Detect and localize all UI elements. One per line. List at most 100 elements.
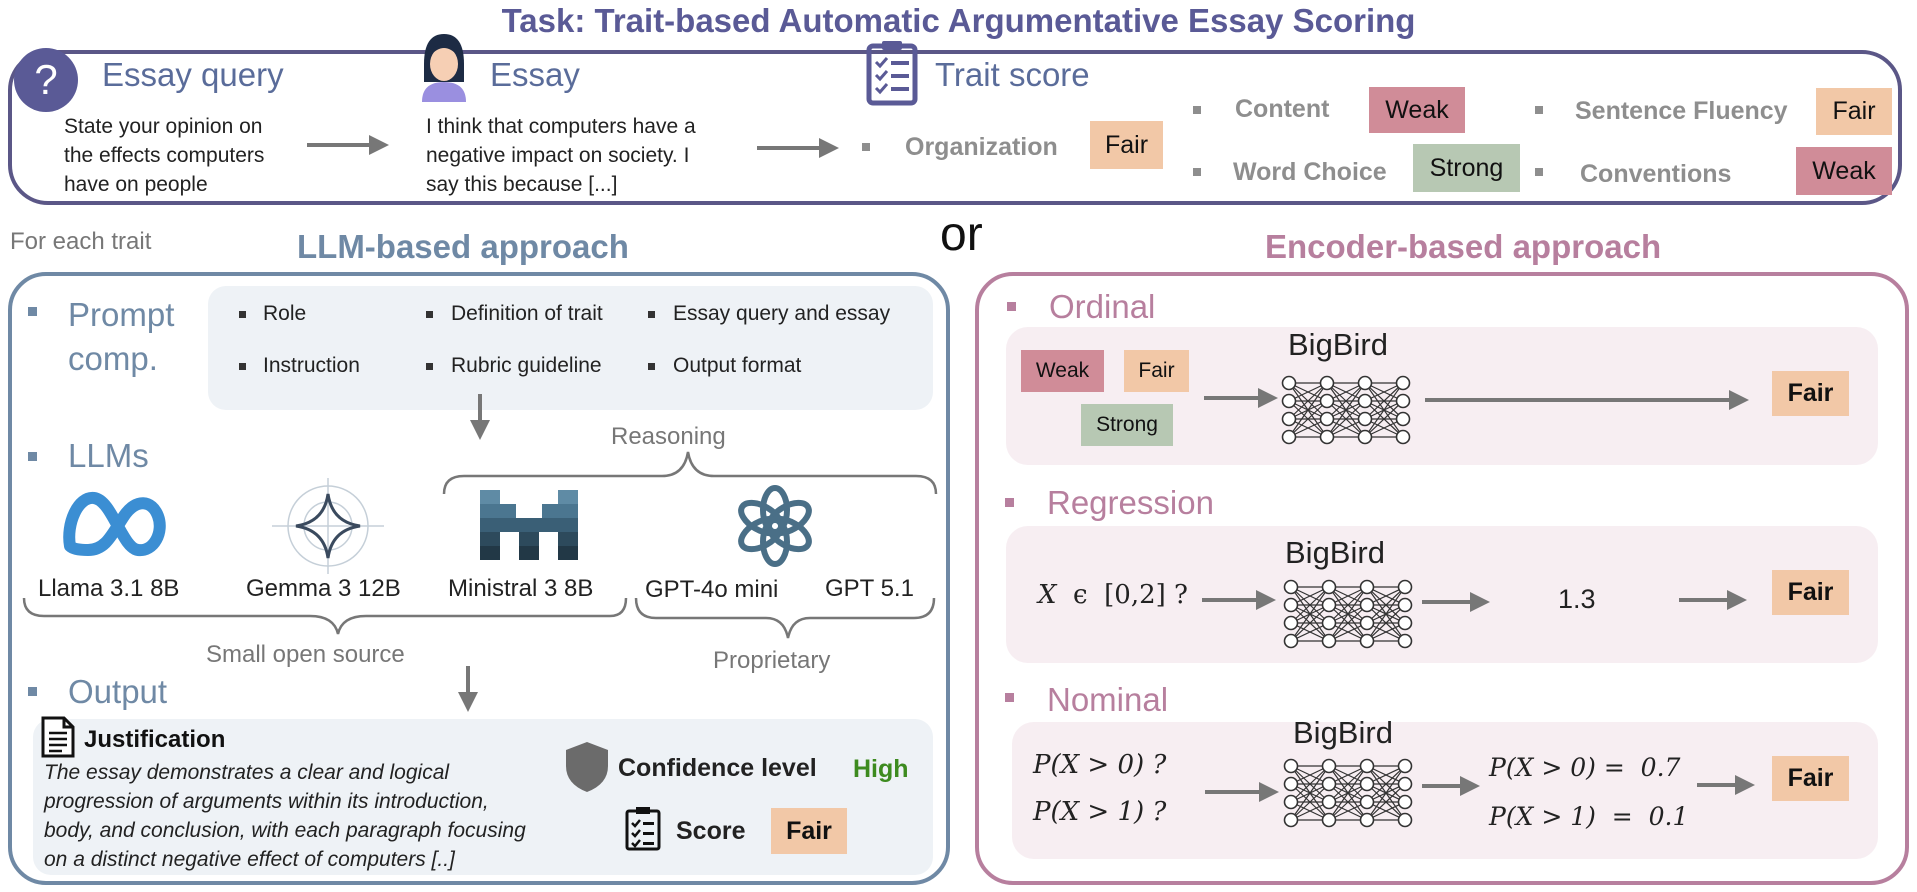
model-gpt-5-1: GPT 5.1	[825, 575, 914, 602]
nominal-network-icon	[1283, 756, 1413, 833]
trait-score-word-choice: Strong	[1413, 144, 1520, 192]
bullet	[28, 307, 37, 316]
ordinal-header: Ordinal	[1049, 288, 1156, 325]
arrow-llms-to-output	[458, 666, 478, 712]
ordinal-label-strong: Strong	[1081, 404, 1173, 446]
prompt-dot	[648, 363, 655, 370]
essay-query-header: Essay query	[102, 56, 284, 93]
ordinal-label-weak: Weak	[1021, 350, 1104, 392]
arrow-prompt-to-llms	[470, 394, 490, 440]
ordinal-network-icon	[1281, 373, 1411, 450]
regression-header: Regression	[1047, 484, 1214, 521]
arrow-query-to-essay	[307, 135, 389, 155]
bullet	[28, 687, 37, 696]
trait-bullet	[1193, 168, 1201, 176]
svg-text:?: ?	[34, 56, 57, 103]
essay-header: Essay	[490, 56, 580, 93]
nominal-header: Nominal	[1047, 681, 1169, 718]
llms-header: LLMs	[68, 437, 149, 474]
arrow-regression-in	[1202, 590, 1276, 610]
trait-label-content: Content	[1235, 95, 1330, 123]
arrow-nominal-out	[1697, 775, 1755, 795]
ordinal-model-label: BigBird	[1288, 327, 1388, 362]
trait-label-sentence-fluency: Sentence Fluency	[1575, 97, 1788, 125]
nominal-panel	[1012, 722, 1878, 859]
trait-bullet	[1193, 106, 1201, 114]
task-box	[8, 50, 1902, 205]
or-label: or	[940, 208, 983, 261]
trait-bullet	[1535, 106, 1543, 114]
ordinal-output: Fair	[1772, 371, 1849, 416]
trait-label-word-choice: Word Choice	[1233, 158, 1387, 186]
small-open-source-label: Small open source	[206, 641, 405, 668]
mistral-logo-icon	[476, 488, 582, 564]
model-llama: Llama 3.1 8B	[38, 575, 180, 602]
nominal-model-label: BigBird	[1293, 715, 1393, 750]
bullet	[1005, 498, 1014, 507]
confidence-value: High	[853, 755, 909, 783]
question-icon: ?	[12, 46, 80, 114]
trait-score-header: Trait score	[935, 56, 1090, 93]
reasoning-label: Reasoning	[611, 423, 726, 450]
essay-text: I think that computers have a negative i…	[426, 115, 696, 196]
bullet	[1007, 302, 1016, 311]
prompt-dot	[239, 363, 246, 370]
prompt-components-panel	[208, 286, 933, 410]
regression-value: 1.3	[1558, 584, 1596, 614]
prompt-dot	[648, 311, 655, 318]
arrow-nominal-mid	[1422, 776, 1480, 796]
checklist-icon	[624, 806, 662, 852]
nominal-input-2: P(X > 1) ?	[1033, 797, 1167, 827]
regression-model-label: BigBird	[1285, 535, 1385, 570]
llm-approach-box	[8, 272, 950, 885]
small-open-source-brace	[22, 597, 628, 635]
nominal-output-1: P(X > 0) = 0.7	[1489, 753, 1681, 782]
regression-input: X ϵ [0,2] ?	[1038, 580, 1188, 610]
nominal-input-1: P(X > 0) ?	[1033, 750, 1167, 780]
for-each-trait-label: For each trait	[10, 228, 152, 255]
output-header: Output	[68, 673, 168, 710]
trait-score-conventions: Weak	[1796, 147, 1892, 195]
arrow-regression-mid	[1422, 592, 1490, 612]
encoder-approach-title: Encoder-based approach	[1265, 228, 1662, 265]
justification-title: Justification	[84, 726, 226, 753]
nominal-output: Fair	[1772, 756, 1849, 801]
encoder-approach-box	[975, 272, 1909, 885]
llm-approach-title: LLM-based approach	[297, 228, 629, 265]
prompt-item-role: Role	[263, 302, 307, 325]
nominal-output-2: P(X > 1) = 0.1	[1489, 802, 1689, 831]
trait-bullet	[1535, 168, 1543, 176]
prompt-dot	[239, 311, 246, 318]
shield-icon	[564, 740, 610, 794]
proprietary-brace	[634, 597, 936, 639]
regression-output: Fair	[1772, 570, 1849, 615]
model-ministral: Ministral 3 8B	[448, 575, 594, 602]
regression-network-icon	[1283, 577, 1413, 654]
justification-text: The essay demonstrates a clear and logic…	[44, 761, 526, 871]
prompt-components-header: Prompt comp.	[68, 296, 175, 377]
prompt-item-output-format: Output format	[673, 354, 802, 377]
trait-score-content: Weak	[1369, 87, 1465, 133]
model-gemma: Gemma 3 12B	[246, 575, 401, 602]
arrow-ordinal-in	[1204, 388, 1278, 408]
score-value: Fair	[771, 808, 847, 854]
confidence-label: Confidence level	[618, 754, 817, 782]
proprietary-label: Proprietary	[713, 647, 831, 674]
arrow-nominal-in	[1205, 782, 1279, 802]
meta-logo-icon	[62, 488, 168, 562]
trait-score-sentence-fluency: Fair	[1816, 88, 1892, 135]
diagram-title: Task: Trait-based Automatic Argumentativ…	[501, 2, 1416, 39]
arrow-regression-out	[1679, 590, 1747, 610]
person-icon	[418, 30, 470, 102]
ordinal-label-fair: Fair	[1124, 350, 1189, 392]
prompt-dot	[426, 311, 433, 318]
essay-query-text: State your opinion on the effects comput…	[64, 115, 265, 196]
trait-score-organization: Fair	[1090, 121, 1163, 169]
bullet	[28, 452, 37, 461]
prompt-dot	[426, 363, 433, 370]
score-label: Score	[676, 817, 746, 845]
prompt-item-rubric: Rubric guideline	[451, 354, 602, 377]
bullet	[1005, 693, 1014, 702]
gemma-logo-icon	[270, 478, 386, 574]
model-gpt-4o-mini: GPT-4o mini	[645, 576, 779, 603]
